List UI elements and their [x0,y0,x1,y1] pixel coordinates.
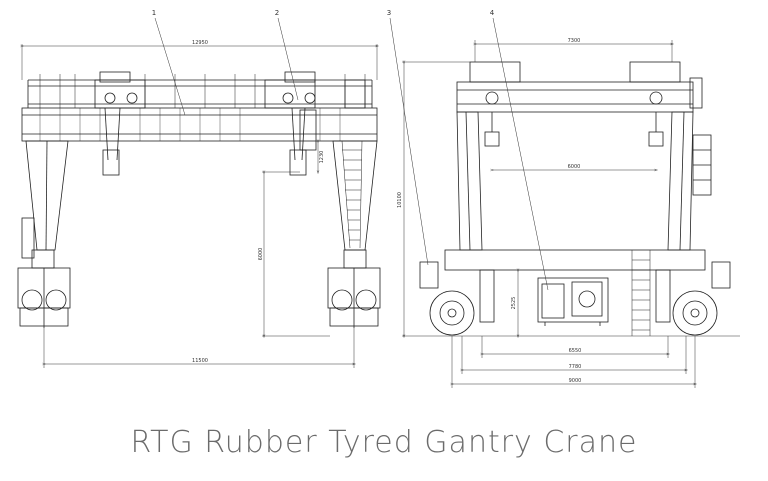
caption: RTG Rubber Tyred Gantry Crane [130,425,638,460]
callout-2: 2 [275,9,279,17]
end-view [419,61,731,336]
end-wheel-track-label: 7780 [569,364,582,370]
end-leg-right [667,111,712,251]
end-hook-right [648,112,664,147]
end-leg-left [456,111,483,251]
side-trolley-right [264,71,316,176]
side-bogie-left [17,249,71,328]
callout-3: 3 [387,9,391,17]
side-ladder [341,140,363,249]
end-ladder [631,250,651,336]
side-dimensions [22,44,377,368]
side-leg-left [21,140,69,259]
callout-1: 1 [152,9,156,17]
end-overall-height-label: 10100 [397,192,403,208]
end-overall-width-label: 9000 [569,378,582,384]
end-top-beam [456,61,703,113]
side-height-label: 6000 [258,248,264,261]
end-dimensions [402,40,740,388]
end-engine-height-label: 2525 [511,297,517,310]
side-walkway-rail [27,74,373,108]
side-span-bottom-label: 11500 [192,358,208,364]
callout-leaders [154,17,549,291]
callout-4: 4 [490,9,495,17]
side-span-top-label: 12950 [192,40,208,46]
end-top-width-label: 7300 [568,38,581,44]
side-trolley-left [94,71,146,176]
side-girder [21,107,378,142]
side-view [17,71,381,328]
end-trolley-gauge-label: 6000 [568,164,581,170]
side-bogie-right [327,249,381,328]
end-wheel-inner-label: 6550 [569,348,582,354]
end-engine-unit [537,277,609,326]
end-wheel-right [672,261,731,336]
end-wheel-left [419,261,475,336]
end-lower-beam [444,249,706,271]
side-clearance-label: 1230 [319,151,325,164]
side-leg-right [299,79,378,251]
end-hook-left [484,112,500,147]
